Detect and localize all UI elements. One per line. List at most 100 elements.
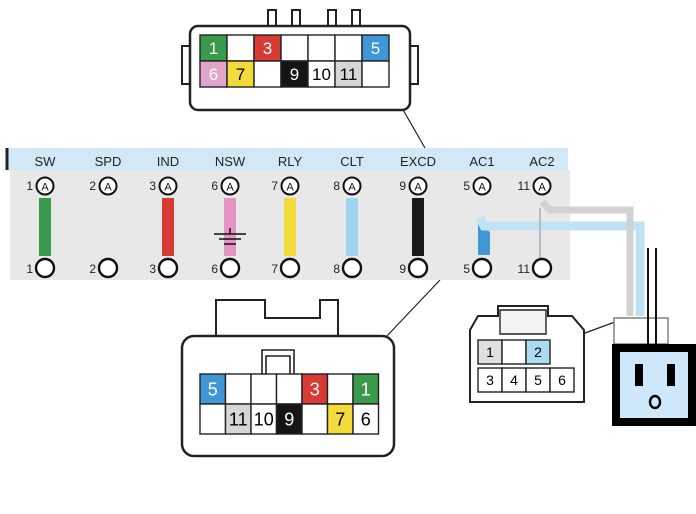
terminal-top bbox=[98, 176, 118, 196]
cell-number: 1 bbox=[361, 379, 371, 399]
connector-cell: 3 bbox=[253, 34, 282, 62]
connector-cell bbox=[307, 34, 336, 62]
connector-cell: 6 bbox=[549, 367, 575, 393]
terminal-bottom bbox=[219, 257, 241, 279]
connector-cell: 10 bbox=[307, 60, 336, 88]
connector-cell: 1 bbox=[477, 339, 503, 365]
top-connector-ear-right bbox=[410, 45, 419, 85]
pin-number-bottom: 5 bbox=[463, 262, 470, 276]
connector-cell bbox=[226, 34, 255, 62]
connector-cell: 11 bbox=[334, 60, 363, 88]
connector-cell bbox=[199, 403, 227, 435]
connector-cell: 10 bbox=[250, 403, 278, 435]
pin-number-bottom: 9 bbox=[399, 262, 406, 276]
cell-number: 3 bbox=[486, 372, 494, 388]
wire-clt bbox=[346, 198, 358, 256]
outlet-slot-right bbox=[667, 364, 675, 386]
cell-number: 2 bbox=[534, 344, 542, 360]
connector-cell bbox=[250, 373, 278, 405]
outlet-plug-housing bbox=[613, 317, 669, 345]
terminal-letter: A bbox=[414, 182, 422, 194]
outlet-slot-left bbox=[635, 364, 643, 386]
cell-number: 3 bbox=[310, 379, 320, 399]
pin-label: EXCD bbox=[400, 154, 436, 169]
ground-icon bbox=[214, 228, 246, 245]
connector-cell: 5 bbox=[199, 373, 227, 405]
connector-cell: 5 bbox=[525, 367, 551, 393]
terminal-top bbox=[220, 176, 240, 196]
terminal-top bbox=[35, 176, 55, 196]
leader-line-small bbox=[584, 321, 616, 334]
pin-label: AC2 bbox=[529, 154, 554, 169]
pin-label: RLY bbox=[278, 154, 303, 169]
terminal-top bbox=[532, 176, 552, 196]
terminal-top bbox=[472, 176, 492, 196]
connector-cell: 5 bbox=[361, 34, 390, 62]
connector-cell bbox=[280, 34, 309, 62]
connector-cell: 2 bbox=[525, 339, 551, 365]
pin-label: SPD bbox=[95, 154, 122, 169]
terminal-bottom bbox=[471, 257, 493, 279]
terminal-bottom bbox=[531, 257, 553, 279]
cell-number: 11 bbox=[229, 409, 248, 429]
connector-cell bbox=[301, 403, 329, 435]
pin-number-top: 1 bbox=[26, 179, 33, 193]
pin-number-top: 11 bbox=[518, 179, 531, 193]
pin-number-bottom: 3 bbox=[149, 262, 156, 276]
pin-label: AC1 bbox=[469, 154, 494, 169]
cell-number: 7 bbox=[236, 65, 245, 84]
terminal-bottom bbox=[34, 257, 56, 279]
pin-label: SW bbox=[35, 154, 57, 169]
terminal-letter: A bbox=[348, 182, 356, 194]
connector-cell: 1 bbox=[352, 373, 380, 405]
connector-cell bbox=[334, 34, 363, 62]
connector-cell: 11 bbox=[224, 403, 252, 435]
pin-number-bottom: 2 bbox=[89, 262, 96, 276]
pin-number-bottom: 6 bbox=[211, 262, 218, 276]
pin-number-top: 6 bbox=[211, 179, 218, 193]
connector-cell: 9 bbox=[275, 403, 303, 435]
cell-number: 10 bbox=[254, 409, 274, 429]
terminal-letter: A bbox=[41, 182, 49, 194]
pin-number-top: 3 bbox=[149, 179, 156, 193]
cell-number: 1 bbox=[209, 39, 218, 58]
terminal-letter: A bbox=[164, 182, 172, 194]
wire-nsw bbox=[224, 198, 236, 256]
wire-rly bbox=[284, 198, 296, 256]
pin-table-header bbox=[6, 148, 568, 170]
terminal-bottom bbox=[157, 257, 179, 279]
ac-wires bbox=[475, 199, 645, 316]
connector-cell: 6 bbox=[199, 60, 228, 88]
connector-cell bbox=[501, 339, 527, 365]
leader-line-bottom bbox=[384, 279, 441, 339]
connector-cell: 1 bbox=[199, 34, 228, 62]
cell-number: 6 bbox=[361, 409, 371, 429]
pin-number-bottom: 11 bbox=[518, 262, 531, 276]
connector-cell: 7 bbox=[326, 403, 354, 435]
pin-label: NSW bbox=[215, 154, 246, 169]
cell-number: 5 bbox=[371, 39, 380, 58]
cell-number: 3 bbox=[263, 39, 272, 58]
pin-number-bottom: 7 bbox=[271, 262, 278, 276]
pin-number-top: 7 bbox=[271, 179, 278, 193]
connector-cell bbox=[253, 60, 282, 88]
terminal-letter: A bbox=[478, 182, 486, 194]
cell-number: 9 bbox=[290, 65, 299, 84]
outlet-ground-hole bbox=[648, 394, 662, 410]
pin-number-top: 2 bbox=[89, 179, 96, 193]
pin-number-top: 9 bbox=[399, 179, 406, 193]
top-connector-ear-left bbox=[181, 45, 190, 85]
connector-cell: 3 bbox=[301, 373, 329, 405]
cell-number: 4 bbox=[510, 372, 518, 388]
